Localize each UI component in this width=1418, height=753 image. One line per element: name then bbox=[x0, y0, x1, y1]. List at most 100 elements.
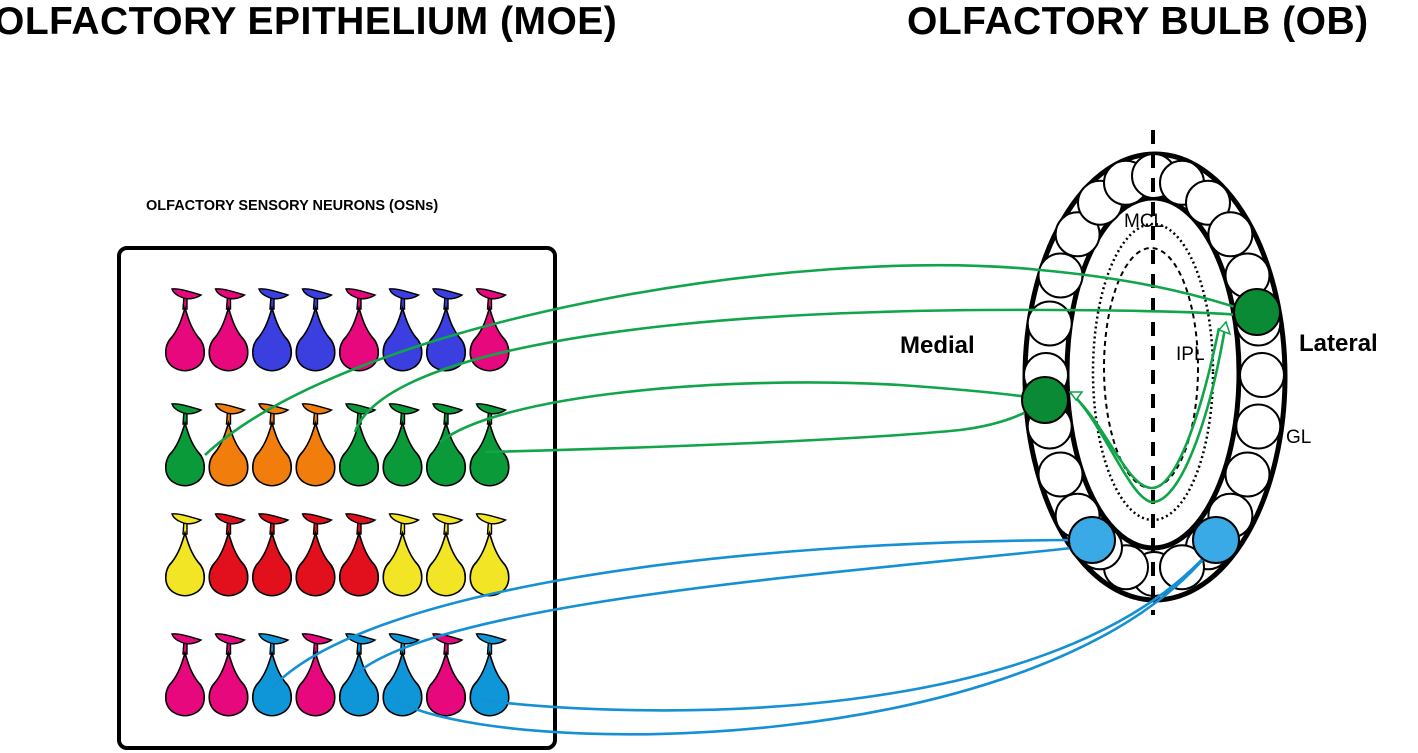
osn-soma bbox=[295, 530, 336, 597]
osn-neuron bbox=[164, 633, 206, 717]
mcl-label: MCL bbox=[1124, 211, 1164, 232]
osn-neuron bbox=[251, 513, 293, 597]
osn-dendritic-knob bbox=[301, 288, 334, 300]
osn-neuron bbox=[425, 513, 467, 597]
osn-neuron bbox=[469, 633, 510, 717]
osn-label: OLFACTORY SENSORY NEURONS (OSNs) bbox=[146, 198, 438, 214]
osn-soma bbox=[208, 420, 249, 487]
glomerulus bbox=[1235, 403, 1282, 450]
osn-neuron bbox=[295, 403, 336, 487]
blue-axon bbox=[269, 538, 1091, 691]
osn-soma bbox=[295, 420, 336, 487]
axon-projections bbox=[204, 263, 1251, 736]
osn-neuron bbox=[338, 513, 380, 597]
osn-soma bbox=[251, 530, 293, 597]
osn-dendritic-knob bbox=[432, 288, 464, 300]
osn-dendritic-knob bbox=[432, 403, 464, 415]
osn-dendritic-knob bbox=[171, 633, 203, 645]
osn-soma bbox=[295, 305, 336, 372]
osn-soma bbox=[338, 420, 380, 487]
osn-soma bbox=[208, 530, 249, 597]
ob-title: OLFACTORY BULB (OB) bbox=[907, 0, 1369, 43]
osn-dendritic-knob bbox=[432, 513, 464, 525]
osn-soma bbox=[338, 650, 380, 717]
blue-axon bbox=[394, 544, 1217, 736]
osn-neuron bbox=[208, 403, 249, 487]
osn-soma bbox=[251, 305, 293, 372]
intrabulbar-projection bbox=[1075, 327, 1221, 490]
osn-soma bbox=[382, 530, 423, 597]
intrabulbar-arrowhead bbox=[1217, 320, 1232, 336]
osn-soma bbox=[164, 305, 206, 372]
osn-dendritic-knob bbox=[345, 513, 377, 525]
osn-dendritic-knob bbox=[475, 403, 508, 415]
green-axon bbox=[439, 381, 1037, 444]
osn-soma bbox=[425, 420, 467, 487]
osn-neuron bbox=[251, 633, 293, 717]
osn-soma bbox=[295, 650, 336, 717]
blue-axon bbox=[349, 544, 1091, 681]
lateral-blue-glomerulus bbox=[1192, 516, 1240, 564]
osn-soma bbox=[469, 530, 510, 597]
green-axon bbox=[353, 308, 1251, 433]
osn-soma bbox=[382, 650, 423, 717]
osn-neuron bbox=[251, 403, 293, 487]
osn-dendritic-knob bbox=[388, 633, 421, 645]
osn-soma bbox=[469, 305, 510, 372]
medial-green-glomerulus bbox=[1021, 376, 1069, 424]
osn-neuron bbox=[469, 288, 510, 372]
osn-dendritic-knob bbox=[345, 288, 377, 300]
osn-soma bbox=[251, 650, 293, 717]
glomerulus bbox=[1037, 252, 1084, 299]
osn-neuron bbox=[338, 288, 380, 372]
osn-dendritic-knob bbox=[475, 633, 508, 645]
osn-dendritic-knob bbox=[301, 403, 334, 415]
osn-soma bbox=[425, 650, 467, 717]
osn-dendritic-knob bbox=[214, 403, 247, 415]
osn-neuron bbox=[425, 403, 467, 487]
osn-soma bbox=[469, 420, 510, 487]
osn-dendritic-knob bbox=[475, 288, 508, 300]
osn-soma bbox=[251, 420, 293, 487]
glomerulus bbox=[1037, 451, 1084, 498]
osn-neuron bbox=[164, 513, 206, 597]
ipl-label: IPL bbox=[1176, 344, 1205, 365]
intrabulbar-arrowhead bbox=[1068, 391, 1084, 402]
glomerulus bbox=[1185, 179, 1231, 226]
glomerulus bbox=[1026, 300, 1073, 347]
blue-axon bbox=[479, 544, 1216, 712]
osn-dendritic-knob bbox=[171, 403, 203, 415]
moe-title: OLFACTORY EPITHELIUM (MOE) bbox=[0, 0, 617, 43]
osn-dendritic-knob bbox=[258, 288, 290, 300]
osn-dendritic-knob bbox=[171, 513, 203, 525]
osn-soma bbox=[164, 650, 206, 717]
epithelium-box bbox=[117, 246, 557, 750]
osn-neuron bbox=[295, 513, 336, 597]
osn-soma bbox=[338, 530, 380, 597]
osn-dendritic-knob bbox=[214, 288, 247, 300]
osn-dendritic-knob bbox=[258, 403, 290, 415]
osn-dendritic-knob bbox=[301, 633, 334, 645]
osn-neuron bbox=[164, 403, 206, 487]
osn-dendritic-knob bbox=[475, 513, 508, 525]
osn-dendritic-knob bbox=[258, 513, 290, 525]
osn-soma bbox=[382, 420, 423, 487]
lateral-label: Lateral bbox=[1299, 330, 1378, 357]
osn-soma bbox=[208, 305, 249, 372]
green-axon bbox=[484, 402, 1041, 454]
lateral-green-glomerulus bbox=[1233, 288, 1281, 336]
osn-soma bbox=[338, 305, 380, 372]
medial-label: Medial bbox=[900, 332, 975, 359]
medial-blue-glomerulus bbox=[1068, 516, 1116, 564]
osn-neuron bbox=[208, 288, 249, 372]
neuron-grid bbox=[164, 288, 510, 717]
glomerulus bbox=[1159, 544, 1205, 591]
osn-soma bbox=[164, 420, 206, 487]
green-axon bbox=[204, 263, 1251, 456]
glomerulus bbox=[1239, 352, 1285, 398]
osn-neuron bbox=[382, 403, 423, 487]
osn-soma bbox=[164, 530, 206, 597]
osn-neuron bbox=[382, 633, 423, 717]
osn-neuron bbox=[208, 633, 249, 717]
